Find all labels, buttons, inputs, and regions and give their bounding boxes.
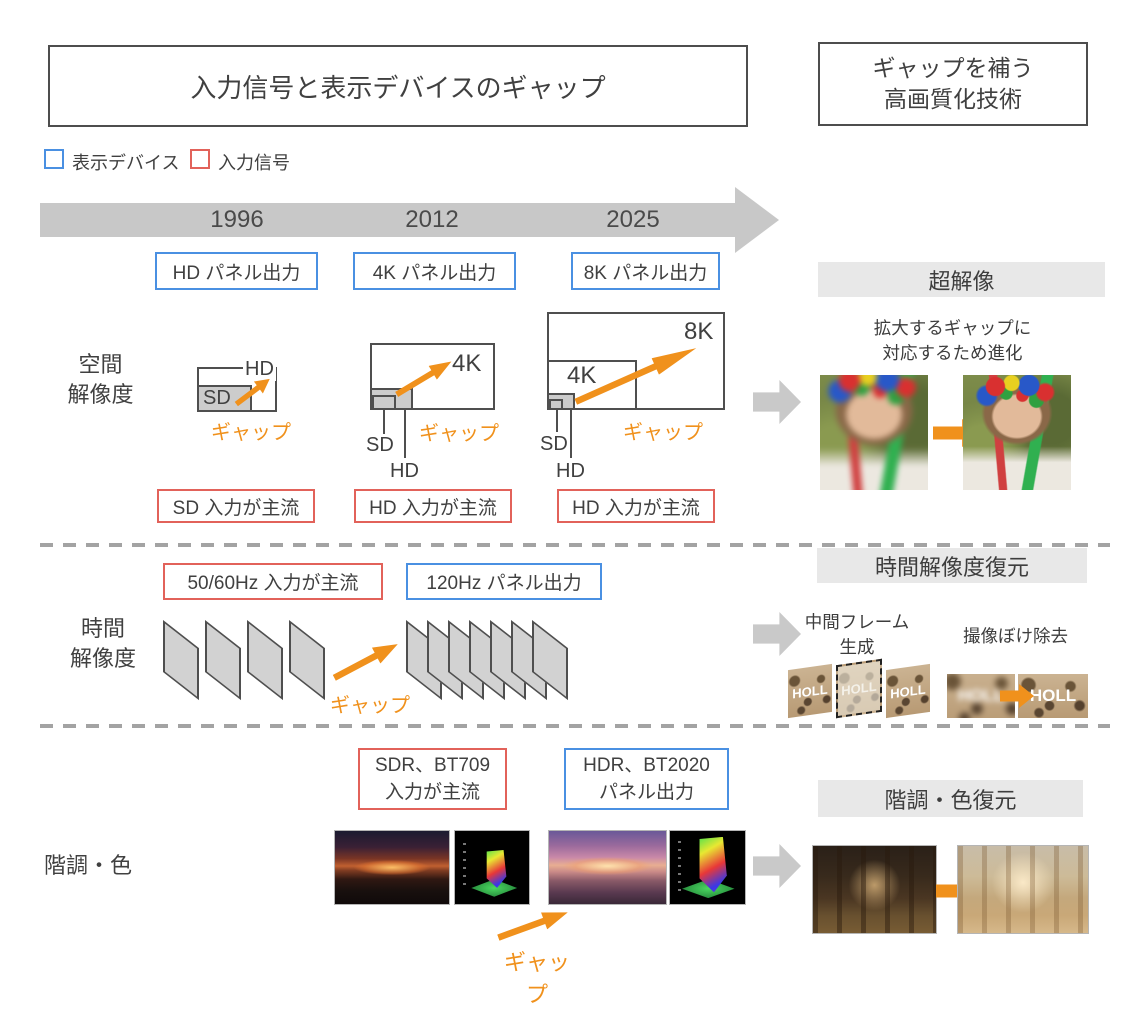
gamut-cube-icon <box>486 849 507 888</box>
frame-50hz-4 <box>289 620 325 701</box>
panel-output-4k-box: 4K パネル出力 <box>353 252 516 290</box>
panel-output-8k-box: 8K パネル出力 <box>571 252 720 290</box>
legend-input-signal-label: 入力信号 <box>218 153 290 173</box>
input-box-hd-2012: HD 入力が主流 <box>354 489 512 523</box>
main-title-box: 入力信号と表示デバイスのギャップ <box>48 45 748 127</box>
hollywood-frame-interpolated: HOLL <box>836 658 882 719</box>
diagram-2025-hd-label: HD <box>556 460 585 482</box>
frame-50hz-1 <box>163 620 199 701</box>
gradation-output-line2: パネル出力 <box>598 782 694 803</box>
girl-blurry-image <box>820 375 928 490</box>
temporal-input-box: 50/60Hz 入力が主流 <box>163 563 383 600</box>
gradation-output-box: HDR、BT2020 パネル出力 <box>564 748 729 810</box>
gap-label-2012: ギャップ <box>419 423 499 445</box>
legend-display-device-swatch <box>44 149 64 169</box>
row-label-gradation: 階調・色 <box>44 853 133 878</box>
gap-label-temporal: ギャップ <box>330 695 410 717</box>
sdr-gamut-image <box>454 830 530 905</box>
hollywood-frame-1: HOLL <box>788 663 832 719</box>
diagram-2012-hd-label: HD <box>390 460 419 482</box>
deblur-label: 撮像ぼけ除去 <box>963 626 1068 646</box>
super-resolution-desc-line2: 対応するため進化 <box>882 343 1023 363</box>
gap-label-gradation: ギャップ <box>503 950 570 1007</box>
diagram-1996-hd-label: HD <box>243 358 276 381</box>
timeline-arrowhead-icon <box>735 187 779 253</box>
diagram-2012-sd-label: SD <box>366 434 394 456</box>
panel-header-super-resolution: 超解像 <box>818 262 1105 297</box>
girl-sharp-image <box>963 375 1071 490</box>
gradation-input-line1: SDR、BT709 <box>374 755 491 776</box>
hdr-gamut-image <box>669 830 746 905</box>
input-box-sd: SD 入力が主流 <box>157 489 315 523</box>
separator-1 <box>40 543 1110 547</box>
panel-header-temporal-restoration: 時間解像度復元 <box>817 548 1087 583</box>
super-resolution-desc: 拡大するギャップに 対応するため進化 <box>810 316 1095 366</box>
separator-2 <box>40 724 1110 728</box>
timeline-year-2012: 2012 <box>405 206 459 233</box>
gamut-base-icon <box>471 879 518 897</box>
callout-line-2012-hd <box>404 410 406 458</box>
girl-blurry-image-fill <box>820 375 928 490</box>
legend-input-signal-swatch <box>190 149 210 169</box>
row-label-spatial-line2: 解像度 <box>67 382 134 407</box>
callout-line-2012-sd <box>383 410 385 434</box>
row-label-temporal: 時間 解像度 <box>57 614 149 674</box>
interframe-label: 中間フレーム 生成 <box>788 610 926 660</box>
gamut-axis-icon <box>678 841 681 891</box>
gamut-axis-icon <box>463 843 466 887</box>
timeline-bar <box>40 203 735 237</box>
girl-sharp-image-fill <box>963 375 1071 490</box>
flow-arrow-spatial-icon <box>753 380 801 424</box>
gap-arrow-gradation-icon <box>495 904 571 946</box>
temporal-output-box: 120Hz パネル出力 <box>406 563 602 600</box>
frame-50hz-2 <box>205 620 241 701</box>
interframe-label-line1: 中間フレーム <box>804 612 910 632</box>
diagram-2025-8k-label: 8K <box>684 318 714 345</box>
flow-arrow-gradation-icon <box>753 844 801 888</box>
main-title: 入力信号と表示デバイスのギャップ <box>190 72 606 103</box>
frame-50hz-3 <box>247 620 283 701</box>
sdr-sunset-image <box>334 830 450 905</box>
gradation-output-line1: HDR、BT2020 <box>583 755 710 776</box>
hollywood-frame-3: HOLL <box>886 663 930 719</box>
interframe-label-line2: 生成 <box>839 637 875 657</box>
tech-title-line2: 高画質化技術 <box>884 86 1022 112</box>
gradation-input-box: SDR、BT709 入力が主流 <box>358 748 507 810</box>
hdr-sunset-image <box>548 830 667 905</box>
diagram-2012-4k-label: 4K <box>452 350 482 377</box>
super-resolution-desc-line1: 拡大するギャップに <box>873 318 1032 338</box>
row-label-temporal-line2: 解像度 <box>69 646 136 671</box>
row-label-spatial: 空間 解像度 <box>53 350 148 410</box>
diagram-1996-sd-label: SD <box>203 387 231 409</box>
diagram-2012-sd-box <box>372 395 396 410</box>
tech-title-line1: ギャップを補う <box>872 55 1034 81</box>
diagram-2025-sd-label: SD <box>540 433 568 455</box>
gamut-base-icon <box>682 879 735 899</box>
callout-line-2025-sd <box>556 410 558 432</box>
callout-line-2025-hd <box>570 410 572 458</box>
panel-output-hd-box: HD パネル出力 <box>155 252 318 290</box>
gap-label-2025: ギャップ <box>623 422 703 444</box>
panel-header-gradation-restoration: 階調・色復元 <box>818 780 1083 817</box>
cathedral-bright-image <box>957 845 1089 934</box>
row-label-temporal-line1: 時間 <box>80 616 125 641</box>
gap-label-1996: ギャップ <box>211 422 291 444</box>
gap-arrow-temporal-icon <box>330 636 402 686</box>
row-label-spatial-line1: 空間 <box>78 352 123 377</box>
cathedral-dark-image <box>812 845 937 934</box>
timeline-year-2025: 2025 <box>606 206 660 233</box>
tech-title-box: ギャップを補う 高画質化技術 <box>818 42 1088 126</box>
gradation-input-line2: 入力が主流 <box>384 782 480 803</box>
diagram-2025-sd-box <box>549 399 563 410</box>
timeline-year-1996: 1996 <box>210 206 264 233</box>
diagram-2025-4k-label: 4K <box>567 362 597 389</box>
legend-display-device-label: 表示デバイス <box>72 153 180 173</box>
input-box-hd-2025: HD 入力が主流 <box>557 489 715 523</box>
